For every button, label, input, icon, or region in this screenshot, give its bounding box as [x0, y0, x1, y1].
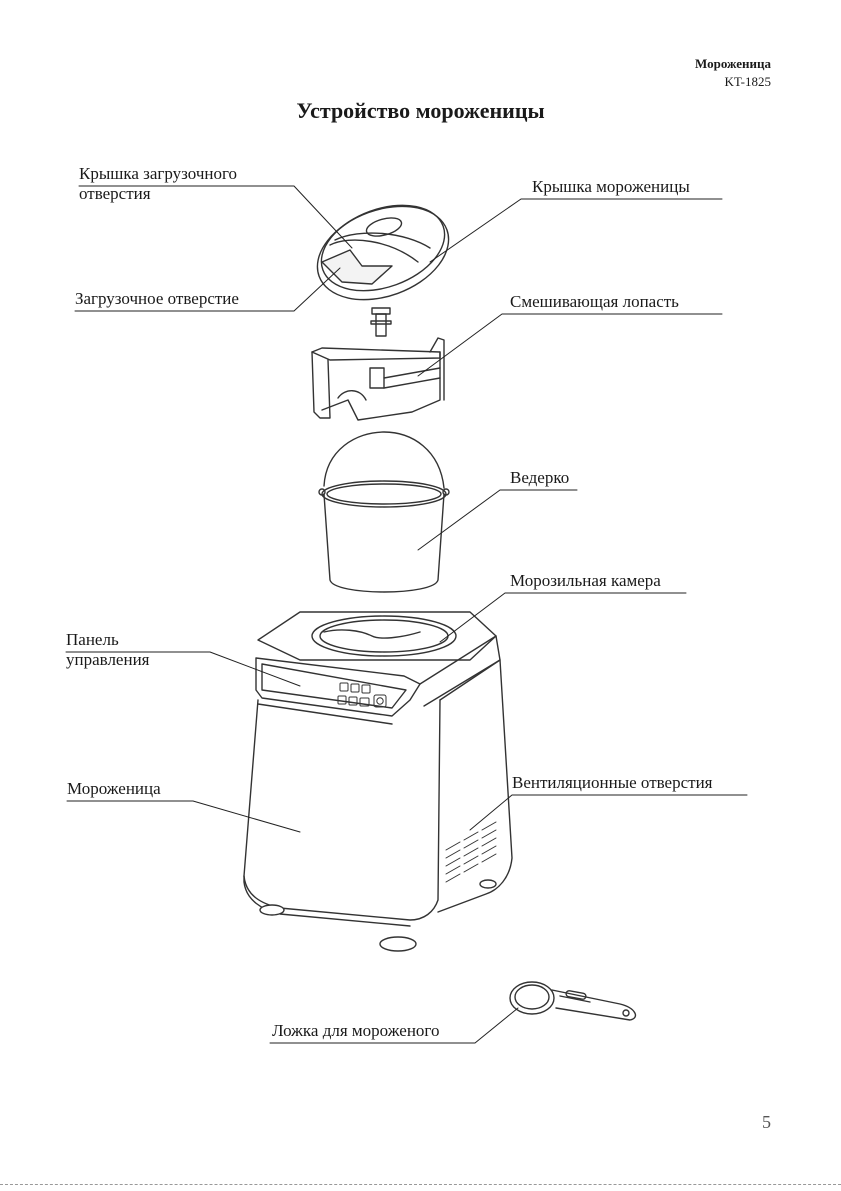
label-control-panel: Панель управления	[66, 630, 150, 670]
lid-drawing	[304, 189, 461, 316]
bucket-drawing	[319, 432, 449, 592]
label-freezer: Морозильная камера	[510, 571, 661, 591]
page-number: 5	[762, 1112, 771, 1133]
paddle-drawing	[312, 308, 444, 420]
label-spoon: Ложка для мороженого	[272, 1021, 439, 1041]
label-control-panel-line2: управления	[66, 650, 150, 670]
label-lid-hatch: Крышка загрузочного отверстия	[79, 164, 237, 204]
label-lid-hatch-line1: Крышка загрузочного	[79, 164, 237, 184]
label-lid-hatch-line2: отверстия	[79, 184, 237, 204]
label-control-panel-line1: Панель	[66, 630, 150, 650]
page-bottom-rule	[0, 1184, 841, 1185]
label-paddle: Смешивающая лопасть	[510, 292, 679, 312]
machine-drawing	[244, 612, 512, 951]
label-lid: Крышка мороженицы	[532, 177, 690, 197]
spoon-drawing	[510, 982, 635, 1020]
label-bucket: Ведерко	[510, 468, 569, 488]
label-loading-opening: Загрузочное отверстие	[75, 289, 239, 309]
label-vents: Вентиляционные отверстия	[512, 773, 713, 793]
label-body: Мороженица	[67, 779, 161, 799]
